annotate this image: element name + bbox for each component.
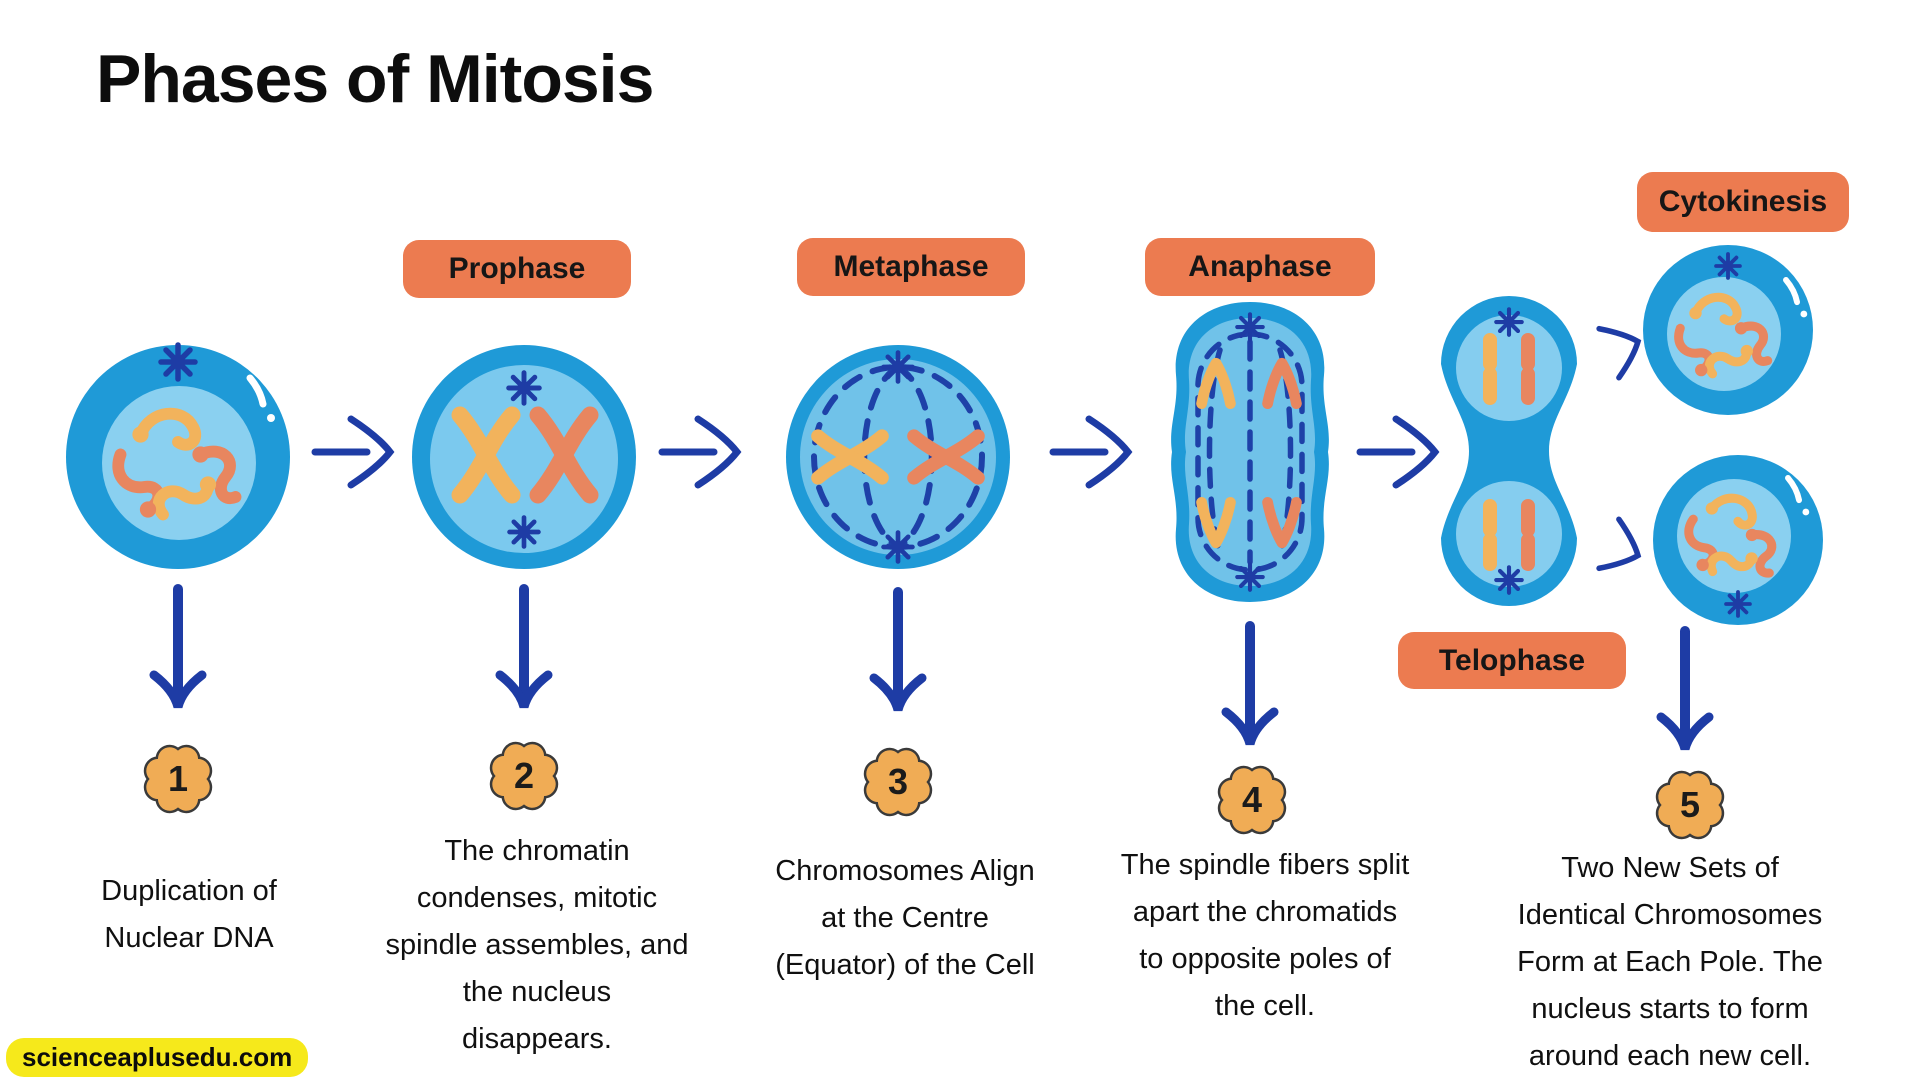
right-arrow-icon [1053,419,1128,485]
watermark: scienceaplusedu.com [6,1038,309,1077]
step-number-5: 5 [1679,784,1701,825]
step-number-2: 2 [513,755,535,796]
right-arrow-icon [662,419,737,485]
down-arrow-icon [1226,626,1274,744]
description-line: the cell. [1215,990,1315,1022]
centrosome-icon [1496,567,1522,593]
label-cytokinesis: Cytokinesis [1637,172,1849,232]
description-line: The spindle fibers split [1120,849,1410,881]
step-description-2: The chromatin condenses, mitotic spindle… [357,828,717,1063]
chevron-down-right-icon [1599,519,1648,580]
centrosome-icon [1496,309,1522,335]
description-line: Identical Chromosomes [1517,899,1823,931]
centrosome-icon [1714,252,1742,280]
label-anaphase: Anaphase [1145,238,1375,296]
cytokinesis-cell-bottom [1653,455,1823,625]
description-line: the nucleus [462,976,612,1008]
down-arrow-icon [1661,631,1709,749]
interphase-cell [66,345,290,569]
centrosome-icon [884,353,913,382]
down-arrow-icon [500,589,548,707]
description-line: The chromatin [444,835,630,867]
step-number-1: 1 [167,758,189,799]
anaphase-cell [1171,302,1329,602]
step-description-3: Chromosomes Align at the Centre (Equator… [725,848,1085,989]
centrosome-icon [884,533,913,562]
step-description-1: Duplication of Nuclear DNA [39,868,339,962]
description-line: Nuclear DNA [104,922,274,954]
chevron-up-right-icon [1599,317,1648,378]
description-line: Form at Each Pole. The [1517,946,1823,978]
down-arrow-icon [154,589,202,707]
rod-chromosomes [1483,333,1535,571]
centrosome-icon [510,518,539,547]
page-title: Phases of Mitosis [96,41,654,117]
prophase-cell [412,345,636,569]
centrosome-icon [509,373,540,404]
description-line: to opposite poles of [1139,943,1391,975]
description-line: at the Centre [821,902,989,934]
centrosome-icon [1724,590,1752,618]
description-line: Chromosomes Align [775,855,1035,887]
description-line: Duplication of [101,875,277,907]
step-description-5: Two New Sets of Identical Chromosomes Fo… [1480,845,1860,1080]
description-line: around each new cell. [1528,1040,1812,1072]
step-number-4: 4 [1241,779,1263,820]
centrosome-icon [1237,314,1263,340]
right-arrow-icon [1360,419,1435,485]
description-line: Two New Sets of [1561,852,1779,884]
right-arrow-icon [315,419,390,485]
centrosome-icon [1237,564,1263,590]
label-telophase: Telophase [1398,632,1626,689]
metaphase-cell [786,345,1010,569]
cytokinesis-cell-top [1643,245,1813,415]
step-description-4: The spindle fibers split apart the chrom… [1075,842,1455,1030]
step-number-3: 3 [887,761,909,802]
label-prophase: Prophase [403,240,631,298]
description-line: disappears. [462,1023,612,1055]
label-metaphase: Metaphase [797,238,1025,296]
down-arrow-icon [874,592,922,710]
telophase-cell [1441,296,1577,606]
description-line: (Equator) of the Cell [775,949,1035,981]
description-line: spindle assembles, and [385,929,689,961]
description-line: condenses, mitotic [416,882,658,914]
centrosome-icon [161,345,195,379]
description-line: nucleus starts to form [1531,993,1809,1025]
description-line: apart the chromatids [1132,896,1398,928]
